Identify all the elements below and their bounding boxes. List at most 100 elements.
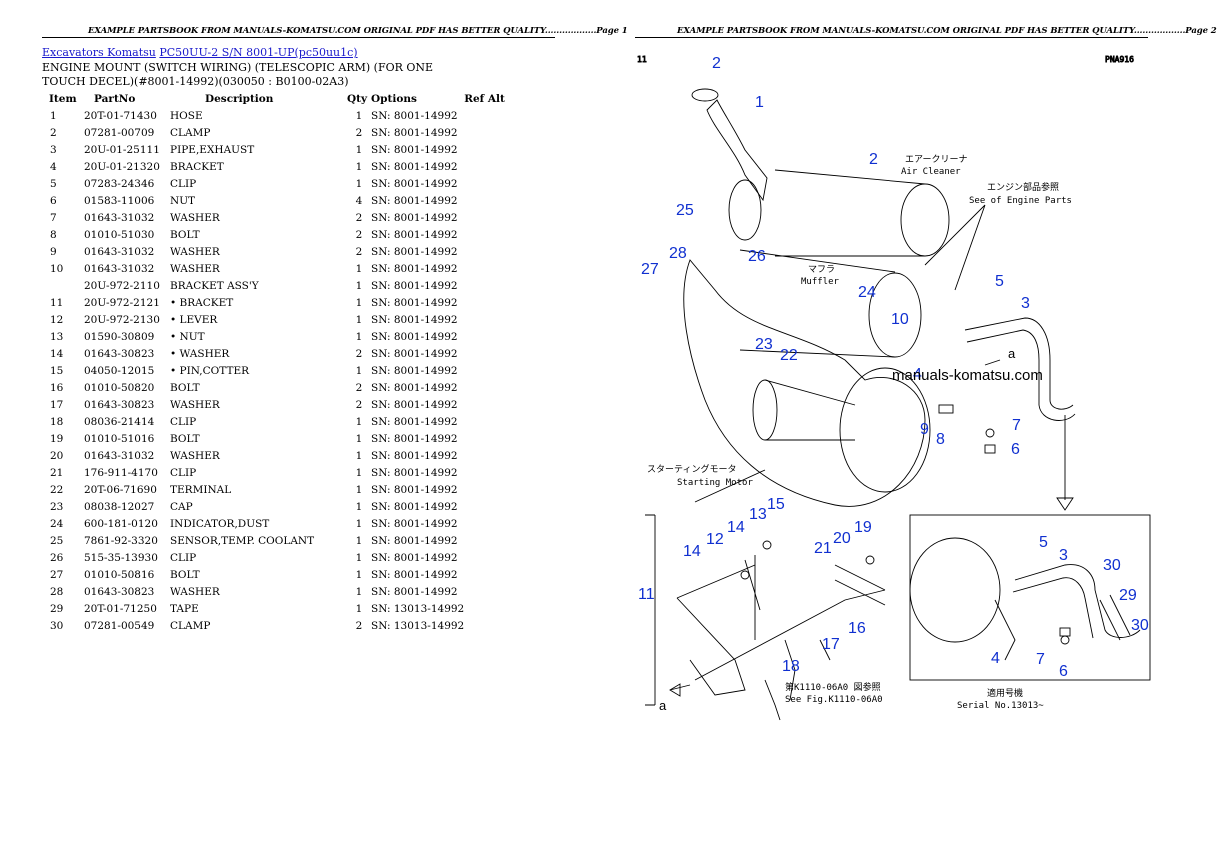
air-cleaner-body [774,169,926,257]
detail-engine-part [909,537,1001,643]
callout-number: 14 [727,519,745,536]
callout-number: 3 [1021,295,1030,312]
cell-options: SN: 8001-14992 [371,313,458,326]
callout-number: 16 [848,620,866,637]
cell-options: SN: 8001-14992 [371,551,458,564]
callout-number: 15 [767,496,785,513]
cell-qty: 1 [355,551,363,564]
serial-detail-box [909,514,1151,681]
breadcrumb: Excavators Komatsu PC50UU-2 S/N 8001-UP(… [42,46,358,59]
cell-qty: 1 [355,602,363,615]
cell-refalt [464,277,514,294]
starting-motor-body [764,379,856,441]
cell-partno: 08036-21414 [84,415,155,428]
cell-partno: 01643-30823 [84,398,155,411]
breadcrumb-link-model[interactable]: PC50UU-2 S/N 8001-UP(pc50uu1c) [159,46,358,59]
detail-exhaust-pipe [1014,564,1141,638]
cell-partno: 07283-24346 [84,177,155,190]
callout-number: 3 [1059,547,1068,564]
cell-qty: 1 [355,568,363,581]
cell-qty: 1 [355,415,363,428]
cell-options: SN: 8001-14992 [371,262,458,275]
cell-refalt [464,498,514,515]
cell-options: SN: 13013-14992 [371,602,465,615]
starting-motor-end [752,379,778,441]
cell-qty: 2 [355,126,363,139]
cell-item: 6 [50,194,57,207]
cell-qty: 1 [355,143,363,156]
cell-options: SN: 8001-14992 [371,398,458,411]
corner-mark-right: PNA916 [1105,55,1134,64]
cell-options: SN: 8001-14992 [371,500,458,513]
cell-description: HOSE [170,109,203,122]
cell-partno: 20T-01-71250 [84,602,157,615]
cell-description: CLIP [170,466,197,479]
cell-refalt [464,294,514,311]
cell-item: 29 [50,602,64,615]
cell-partno: 01010-50820 [84,381,155,394]
label-engine-parts-en: See of Engine Parts [969,196,1072,206]
cell-qty: 1 [355,466,363,479]
callout-number: 18 [782,658,800,675]
cell-item: 27 [50,568,64,581]
cell-description: INDICATOR,DUST [170,517,270,530]
cell-description: PIPE,EXHAUST [170,143,255,156]
cell-options: SN: 8001-14992 [371,330,458,343]
callout-number: 22 [780,347,798,364]
nut-6 [984,444,996,454]
cell-partno: 20U-01-21320 [84,160,160,173]
cell-options: SN: 8001-14992 [371,483,458,496]
cell-refalt [464,243,514,260]
cell-item: 16 [50,381,64,394]
cell-qty: 1 [355,313,363,326]
cell-item: 13 [50,330,64,343]
cell-options: SN: 8001-14992 [371,279,458,292]
cell-qty: 2 [355,619,363,632]
cell-refalt [464,209,514,226]
cell-options: SN: 8001-14992 [371,109,458,122]
cell-item: 5 [50,177,57,190]
cell-qty: 1 [355,296,363,309]
cell-item: 26 [50,551,64,564]
cell-partno: 20T-06-71690 [84,483,157,496]
cell-description: CLIP [170,177,197,190]
cell-partno: 08038-12027 [84,500,155,513]
cell-partno: 07281-00709 [84,126,155,139]
cell-qty: 1 [355,364,363,377]
callout-number: 5 [1039,534,1048,551]
label-fig-ref-jp: 第K1110-06A0 図参照 [785,681,881,693]
cell-partno: 01643-30823 [84,347,155,360]
breadcrumb-link-excavators[interactable]: Excavators Komatsu [42,46,156,59]
cell-qty: 2 [355,245,363,258]
cell-item: 17 [50,398,64,411]
cell-partno: 176-911-4170 [84,466,158,479]
detail-exhaust-pipe-inner [1012,577,1094,639]
cell-item [44,277,84,294]
cell-partno: 01010-50816 [84,568,155,581]
air-cleaner-end [900,183,950,257]
cell-partno: 01010-51016 [84,432,155,445]
cell-item: 7 [50,211,57,224]
cell-item: 25 [50,534,64,547]
cell-description: BRACKET [170,160,224,173]
cell-refalt [464,311,514,328]
cell-item: 28 [50,585,64,598]
cell-description: SENSOR,TEMP. COOLANT [170,534,315,547]
callout-number: 5 [995,273,1004,290]
cell-options: SN: 8001-14992 [371,245,458,258]
cell-item: 23 [50,500,64,513]
corner-mark-left: 11 [637,55,647,64]
